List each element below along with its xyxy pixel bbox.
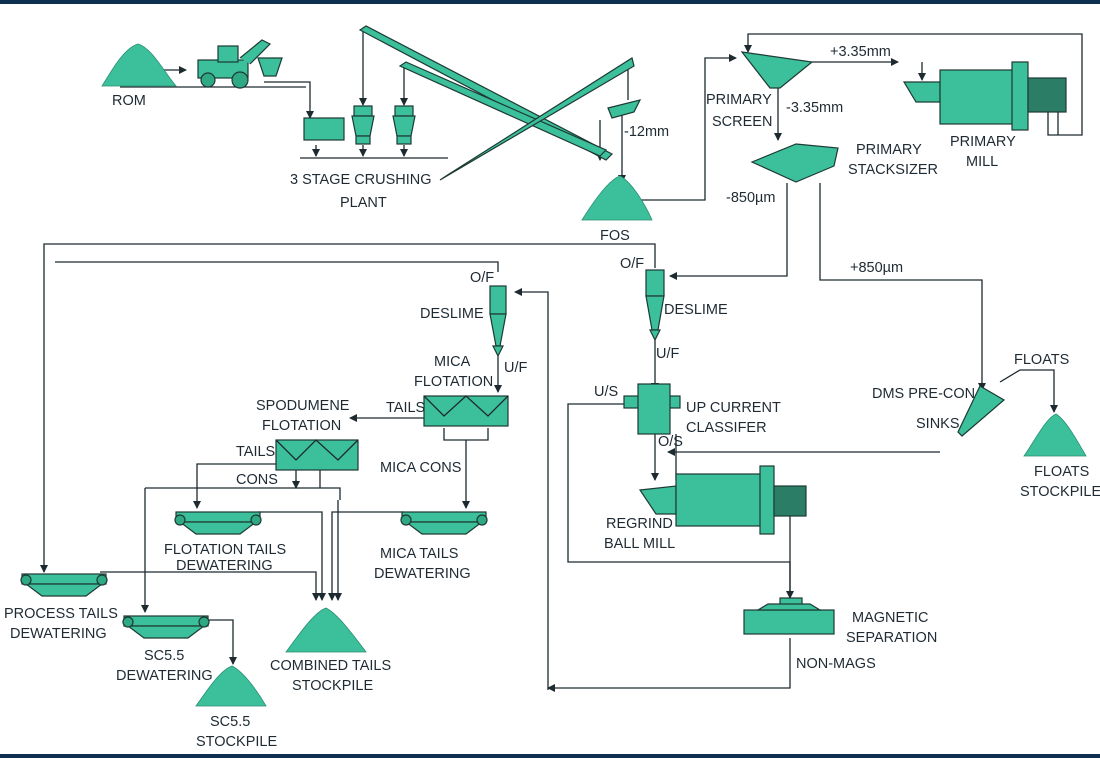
label-process-tails-2: DEWATERING bbox=[10, 626, 107, 642]
label-floats-stockpile-2: STOCKPILE bbox=[1020, 484, 1100, 500]
fos-stockpile bbox=[581, 175, 653, 221]
label-process-tails-1: PROCESS TAILS bbox=[4, 606, 118, 622]
jaw-crusher bbox=[303, 117, 345, 141]
label-of-right: O/F bbox=[620, 256, 644, 272]
label-plus335: +3.35mm bbox=[830, 44, 891, 60]
label-primary-screen-2: SCREEN bbox=[712, 114, 772, 130]
label-floats: FLOATS bbox=[1014, 352, 1069, 368]
regrind-ball-mill bbox=[638, 465, 807, 535]
magnetic-separator bbox=[743, 597, 835, 635]
label-up-current-1: UP CURRENT bbox=[686, 400, 781, 416]
primary-stacksizer bbox=[750, 143, 839, 183]
inclined-conveyors bbox=[358, 25, 635, 181]
label-uf-left: U/F bbox=[504, 360, 528, 376]
label-primary-mill-2: MILL bbox=[966, 154, 998, 170]
label-crushing-1: 3 STAGE CRUSHING bbox=[290, 172, 432, 188]
label-minus850: -850µm bbox=[726, 190, 775, 206]
label-fos: FOS bbox=[600, 228, 630, 244]
label-of-left: O/F bbox=[470, 270, 494, 286]
label-up-current-2: CLASSIFER bbox=[686, 420, 767, 436]
primary-mill bbox=[902, 61, 1067, 131]
label-tails-mica: TAILS bbox=[386, 400, 425, 416]
label-nonmags: NON-MAGS bbox=[796, 656, 876, 672]
combined-tails-stockpile bbox=[285, 607, 367, 653]
label-dms-precon: DMS PRE-CON bbox=[872, 386, 975, 402]
label-sc55-stock-2: STOCKPILE bbox=[196, 734, 277, 750]
label-combined-2: STOCKPILE bbox=[292, 678, 373, 694]
label-plus850: +850µm bbox=[850, 260, 903, 276]
front-end-loader bbox=[197, 39, 272, 89]
label-minus12: -12mm bbox=[624, 124, 669, 140]
label-uf-right: U/F bbox=[656, 346, 680, 362]
label-spodumene-2: FLOTATION bbox=[262, 418, 341, 434]
deslime-right bbox=[645, 269, 665, 342]
flow-lines bbox=[40, 30, 1083, 692]
label-primary-screen-1: PRIMARY bbox=[706, 92, 772, 108]
label-regrind-2: BALL MILL bbox=[604, 536, 675, 552]
label-primary-mill-1: PRIMARY bbox=[950, 134, 1016, 150]
crushing-screen bbox=[607, 99, 642, 119]
label-mica-flotation-1: MICA bbox=[434, 354, 471, 370]
mica-flotation-cells bbox=[423, 395, 509, 427]
top-frame-bar bbox=[0, 0, 1100, 4]
label-mica-flotation-2: FLOTATION bbox=[414, 374, 493, 390]
label-rom: ROM bbox=[112, 93, 146, 109]
label-mica-tails-2: DEWATERING bbox=[374, 566, 471, 582]
label-magnetic-2: SEPARATION bbox=[846, 630, 937, 646]
process-tails-filter bbox=[20, 573, 108, 597]
labels: ROM 3 STAGE CRUSHING PLANT FOS -12mm PRI… bbox=[4, 44, 1100, 750]
bottom-frame-bar bbox=[0, 754, 1100, 758]
label-combined-1: COMBINED TAILS bbox=[270, 658, 391, 674]
cone-crusher-2 bbox=[392, 105, 416, 145]
spodumene-flotation-cells bbox=[275, 439, 359, 471]
label-floats-stockpile-1: FLOATS bbox=[1034, 464, 1089, 480]
deslime-left bbox=[489, 285, 507, 358]
floats-stockpile bbox=[1023, 413, 1087, 457]
label-os: O/S bbox=[658, 434, 683, 450]
label-flot-tails-2: DEWATERING bbox=[176, 558, 273, 574]
label-deslime-left: DESLIME bbox=[420, 306, 484, 322]
label-sc55-dew-2: DEWATERING bbox=[116, 668, 213, 684]
label-minus335: -3.35mm bbox=[786, 100, 843, 116]
label-tails-spod: TAILS bbox=[236, 444, 275, 460]
label-magnetic-1: MAGNETIC bbox=[852, 610, 929, 626]
feed-hopper bbox=[257, 57, 283, 77]
label-sc55-dew-1: SC5.5 bbox=[144, 648, 184, 664]
label-us: U/S bbox=[594, 384, 618, 400]
dms-cyclone bbox=[957, 385, 1006, 437]
flotation-tails-filter bbox=[174, 511, 262, 535]
label-flot-tails-1: FLOTATION TAILS bbox=[164, 542, 286, 558]
label-cons-spod: CONS bbox=[236, 472, 278, 488]
label-spodumene-1: SPODUMENE bbox=[256, 398, 350, 414]
up-current-classifier bbox=[623, 383, 681, 435]
label-regrind-1: REGRIND bbox=[606, 516, 673, 532]
label-primary-stacksizer-1: PRIMARY bbox=[856, 142, 922, 158]
label-crushing-2: PLANT bbox=[340, 195, 387, 211]
label-sc55-stock-1: SC5.5 bbox=[210, 714, 250, 730]
label-deslime-right: DESLIME bbox=[664, 302, 728, 318]
cone-crusher-1 bbox=[351, 105, 375, 145]
label-sinks: SINKS bbox=[916, 416, 960, 432]
label-primary-stacksizer-2: STACKSIZER bbox=[848, 162, 938, 178]
label-mica-tails-1: MICA TAILS bbox=[380, 546, 458, 562]
sc55-dewatering-filter bbox=[122, 615, 210, 639]
label-mica-cons: MICA CONS bbox=[380, 460, 461, 476]
mica-tails-filter bbox=[400, 511, 488, 535]
primary-screen bbox=[740, 51, 814, 89]
sc55-stockpile bbox=[195, 665, 267, 707]
rom-stockpile bbox=[101, 43, 177, 87]
